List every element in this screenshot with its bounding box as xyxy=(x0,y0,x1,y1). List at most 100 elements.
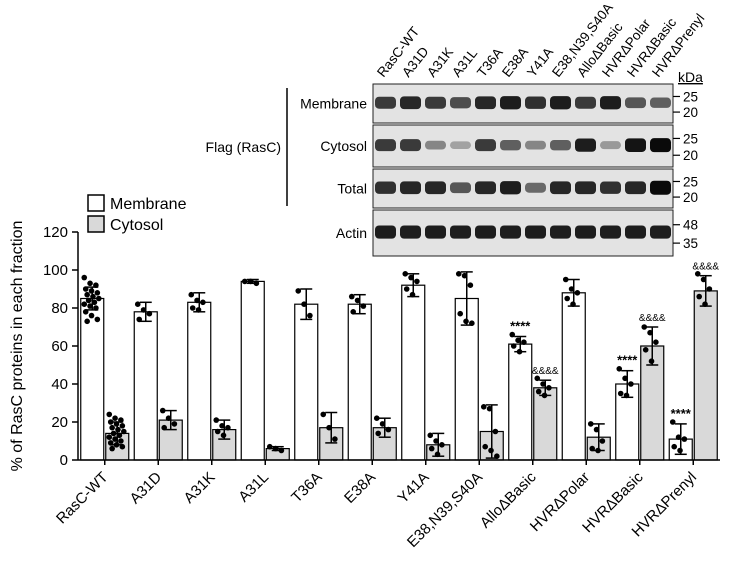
significance-cytosol-allo-basic: &&&& xyxy=(532,366,559,377)
bar-cytosol-allo-basic xyxy=(533,387,558,461)
data-point-cytosol xyxy=(113,442,120,448)
band xyxy=(650,225,671,239)
data-point-membrane xyxy=(515,337,521,344)
data-point-cytosol xyxy=(482,443,489,450)
band xyxy=(525,96,546,109)
data-point-membrane xyxy=(457,310,464,317)
data-point-membrane xyxy=(146,310,153,317)
band xyxy=(375,225,396,239)
marker-label: 35 xyxy=(683,236,698,251)
data-point-cytosol xyxy=(220,432,227,439)
band xyxy=(625,97,646,109)
data-point-membrane xyxy=(82,309,89,315)
data-point-cytosol xyxy=(219,423,225,429)
data-point-membrane xyxy=(509,331,516,338)
data-point-membrane xyxy=(140,307,147,313)
marker-label: 25 xyxy=(683,89,698,104)
panel-label-total: Total xyxy=(337,181,367,197)
data-point-membrane xyxy=(295,288,302,294)
lane-label-y41a: Y41A xyxy=(524,45,556,80)
band xyxy=(600,225,621,239)
band xyxy=(425,181,446,195)
legend: Membrane Cytosol xyxy=(87,194,187,234)
data-point-membrane xyxy=(360,303,367,309)
data-point-membrane xyxy=(455,271,462,277)
legend-swatch-membrane xyxy=(87,194,105,212)
data-point-membrane xyxy=(628,381,634,387)
data-point-membrane xyxy=(81,301,88,308)
data-point-membrane xyxy=(253,280,260,287)
data-point-cytosol xyxy=(278,447,285,454)
data-point-membrane xyxy=(562,276,569,283)
significance-membrane-hvr-basic: **** xyxy=(617,353,638,368)
marker-label: 20 xyxy=(683,190,698,205)
bar-membrane-a31l xyxy=(240,280,265,461)
data-point-membrane xyxy=(350,309,357,315)
data-point-cytosol xyxy=(165,415,172,422)
data-point-cytosol xyxy=(214,428,221,435)
data-point-cytosol xyxy=(434,451,441,458)
significance-cytosol-hvr-prenyl: &&&& xyxy=(692,262,719,273)
data-point-membrane xyxy=(195,307,202,313)
marker-label: 25 xyxy=(683,174,698,189)
data-point-cytosol xyxy=(109,424,115,431)
band xyxy=(375,181,396,194)
data-point-membrane xyxy=(95,295,102,302)
data-point-membrane xyxy=(463,318,469,325)
bar-membrane-a31k xyxy=(187,301,212,461)
lane-label-t36a: T36A xyxy=(474,45,506,80)
data-point-membrane xyxy=(81,274,88,281)
band xyxy=(600,96,621,110)
data-point-cytosol xyxy=(112,415,118,422)
marker-label: 20 xyxy=(683,105,698,120)
x-tick-label-t36a: T36A xyxy=(288,469,325,506)
data-point-membrane xyxy=(90,293,96,300)
data-point-membrane xyxy=(82,286,89,292)
data-point-cytosol xyxy=(694,271,701,277)
band xyxy=(500,225,521,239)
data-point-cytosol xyxy=(700,276,707,283)
data-point-cytosol xyxy=(119,443,126,450)
x-tick-label-a31d: A31D xyxy=(127,469,166,508)
band xyxy=(550,96,571,110)
data-point-membrane xyxy=(87,280,93,287)
blot-membrane xyxy=(372,209,674,257)
data-point-membrane xyxy=(408,274,414,281)
band xyxy=(425,225,446,239)
data-point-cytosol xyxy=(107,419,114,425)
data-point-cytosol xyxy=(648,358,655,365)
data-point-membrane xyxy=(669,419,676,425)
data-point-membrane xyxy=(307,312,313,319)
band xyxy=(575,138,596,152)
band xyxy=(450,225,471,239)
data-point-membrane xyxy=(516,348,523,355)
data-point-cytosol xyxy=(161,424,168,431)
data-point-cytosol xyxy=(428,445,435,452)
panel-label-membrane: Membrane xyxy=(300,96,367,112)
data-point-cytosol xyxy=(480,404,487,410)
data-point-cytosol xyxy=(546,385,552,391)
data-point-membrane xyxy=(200,299,206,306)
band xyxy=(625,181,646,195)
data-point-cytosol xyxy=(595,447,601,454)
y-tick-label: 20 xyxy=(51,414,68,431)
data-point-cytosol xyxy=(492,428,499,435)
band xyxy=(600,141,621,150)
data-point-membrane xyxy=(94,316,101,323)
band xyxy=(550,225,571,239)
data-point-membrane xyxy=(247,278,254,285)
data-point-cytosol xyxy=(106,434,113,441)
data-point-cytosol xyxy=(427,432,434,439)
lane-label-e38a: E38A xyxy=(499,45,531,80)
band xyxy=(475,225,496,239)
band xyxy=(375,96,396,109)
data-point-cytosol xyxy=(120,428,127,435)
data-point-membrane xyxy=(403,286,410,292)
marker-label: 48 xyxy=(683,218,698,233)
